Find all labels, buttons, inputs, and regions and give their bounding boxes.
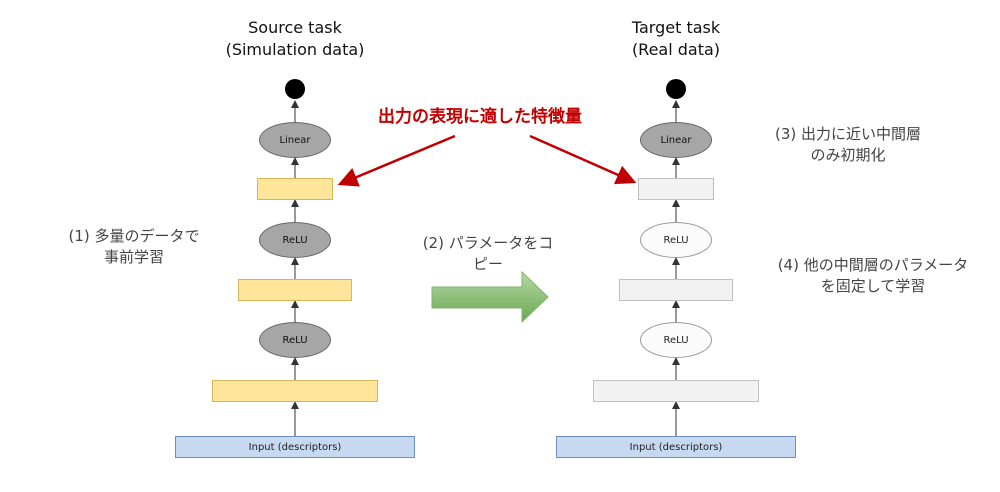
source-relu-node-2: ReLU bbox=[259, 322, 331, 358]
step2-line1: (2) パラメータをコ bbox=[422, 234, 554, 252]
target-relu-label-1: ReLU bbox=[663, 234, 689, 246]
step1-line2: 事前学習 bbox=[103, 248, 164, 266]
source-hidden-layer-1 bbox=[257, 178, 333, 200]
source-input-label: Input (descriptors) bbox=[248, 441, 342, 453]
source-relu-node-1: ReLU bbox=[259, 222, 331, 258]
step2-annotation: (2) パラメータをコ ピー bbox=[398, 233, 578, 275]
step3-line1: (3) 出力に近い中間層 bbox=[774, 125, 922, 143]
step2-line2: ピー bbox=[472, 255, 503, 273]
callout-arrows bbox=[337, 134, 637, 187]
source-relu-label-1: ReLU bbox=[282, 234, 308, 246]
source-relu-label-2: ReLU bbox=[282, 334, 308, 346]
step3-annotation: (3) 出力に近い中間層 のみ初期化 bbox=[753, 124, 943, 166]
step1-annotation: (1) 多量のデータで 事前学習 bbox=[44, 226, 224, 268]
callout-arrow-right bbox=[529, 134, 637, 185]
target-title-line1: Target task bbox=[631, 18, 721, 37]
step1-line1: (1) 多量のデータで bbox=[68, 227, 200, 245]
source-title: Source task (Simulation data) bbox=[215, 17, 375, 61]
target-linear-label: Linear bbox=[660, 134, 692, 146]
source-linear-label: Linear bbox=[279, 134, 311, 146]
source-title-line2: (Simulation data) bbox=[225, 40, 365, 59]
target-relu-node-2: ReLU bbox=[640, 322, 712, 358]
source-linear-node: Linear bbox=[259, 122, 331, 158]
target-input-label: Input (descriptors) bbox=[629, 441, 723, 453]
target-title-line2: (Real data) bbox=[631, 40, 721, 59]
callout-arrow-left bbox=[337, 134, 456, 187]
step4-line1: (4) 他の中間層のパラメータ bbox=[777, 256, 969, 274]
copy-arrow bbox=[431, 270, 549, 324]
target-output-node bbox=[666, 79, 686, 99]
source-title-line1: Source task bbox=[248, 18, 342, 37]
step4-line2: を固定して学習 bbox=[820, 277, 926, 295]
step4-annotation: (4) 他の中間層のパラメータ を固定して学習 bbox=[758, 255, 988, 297]
target-linear-node: Linear bbox=[640, 122, 712, 158]
feature-callout: 出力の表現に適した特徴量 bbox=[378, 107, 582, 127]
target-input-layer: Input (descriptors) bbox=[556, 436, 796, 458]
target-hidden-layer-3 bbox=[593, 380, 759, 402]
target-relu-label-2: ReLU bbox=[663, 334, 689, 346]
source-hidden-layer-3 bbox=[212, 380, 378, 402]
source-input-layer: Input (descriptors) bbox=[175, 436, 415, 458]
target-hidden-layer-1 bbox=[638, 178, 714, 200]
source-output-node bbox=[285, 79, 305, 99]
source-hidden-layer-2 bbox=[238, 279, 352, 301]
target-hidden-layer-2 bbox=[619, 279, 733, 301]
step3-line2: のみ初期化 bbox=[810, 146, 886, 164]
target-title: Target task (Real data) bbox=[596, 17, 756, 61]
target-relu-node-1: ReLU bbox=[640, 222, 712, 258]
